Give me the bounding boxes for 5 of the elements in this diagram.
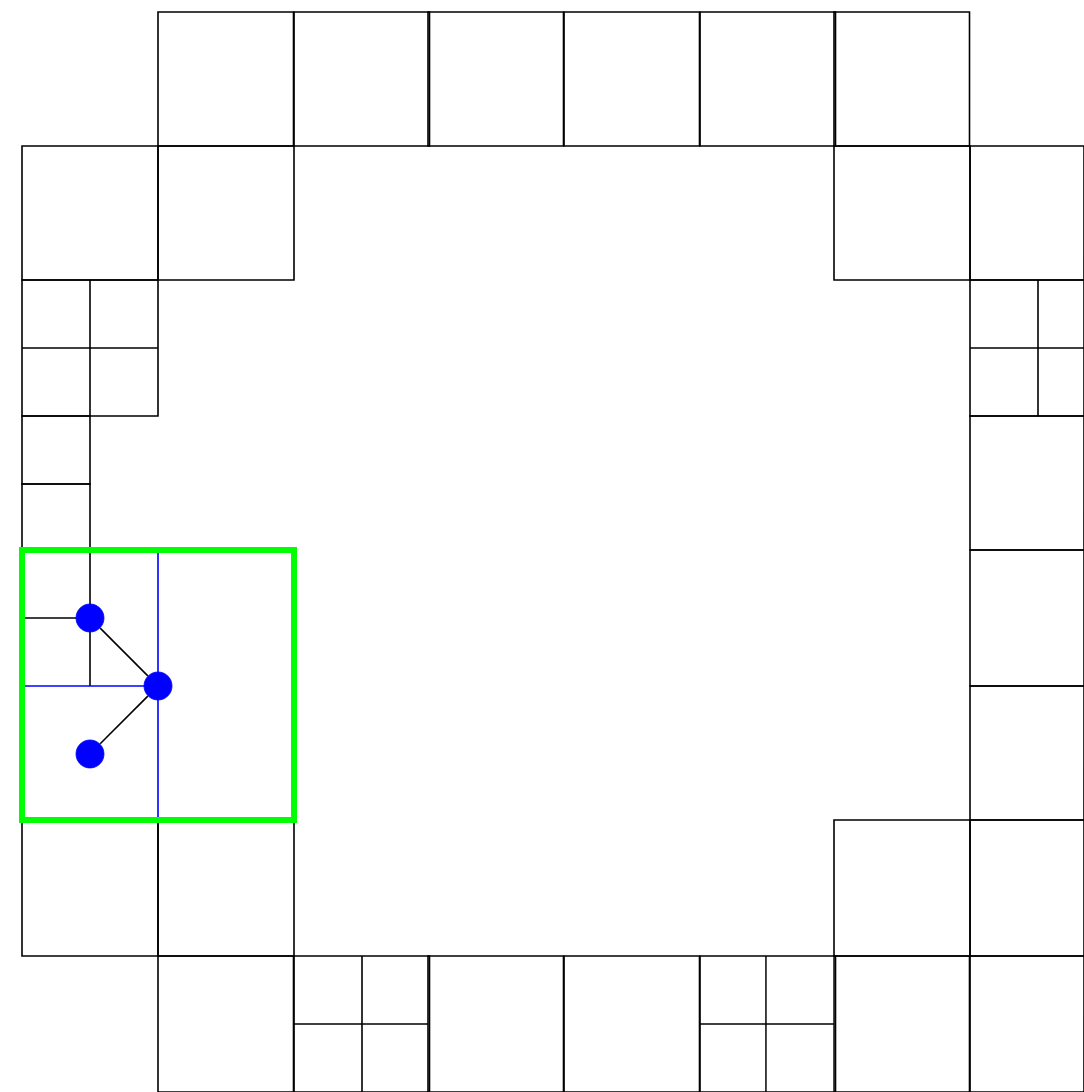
connector-line <box>99 695 149 745</box>
dot <box>75 739 105 769</box>
dot <box>75 603 105 633</box>
connector-line <box>99 627 149 677</box>
dot <box>143 671 173 701</box>
